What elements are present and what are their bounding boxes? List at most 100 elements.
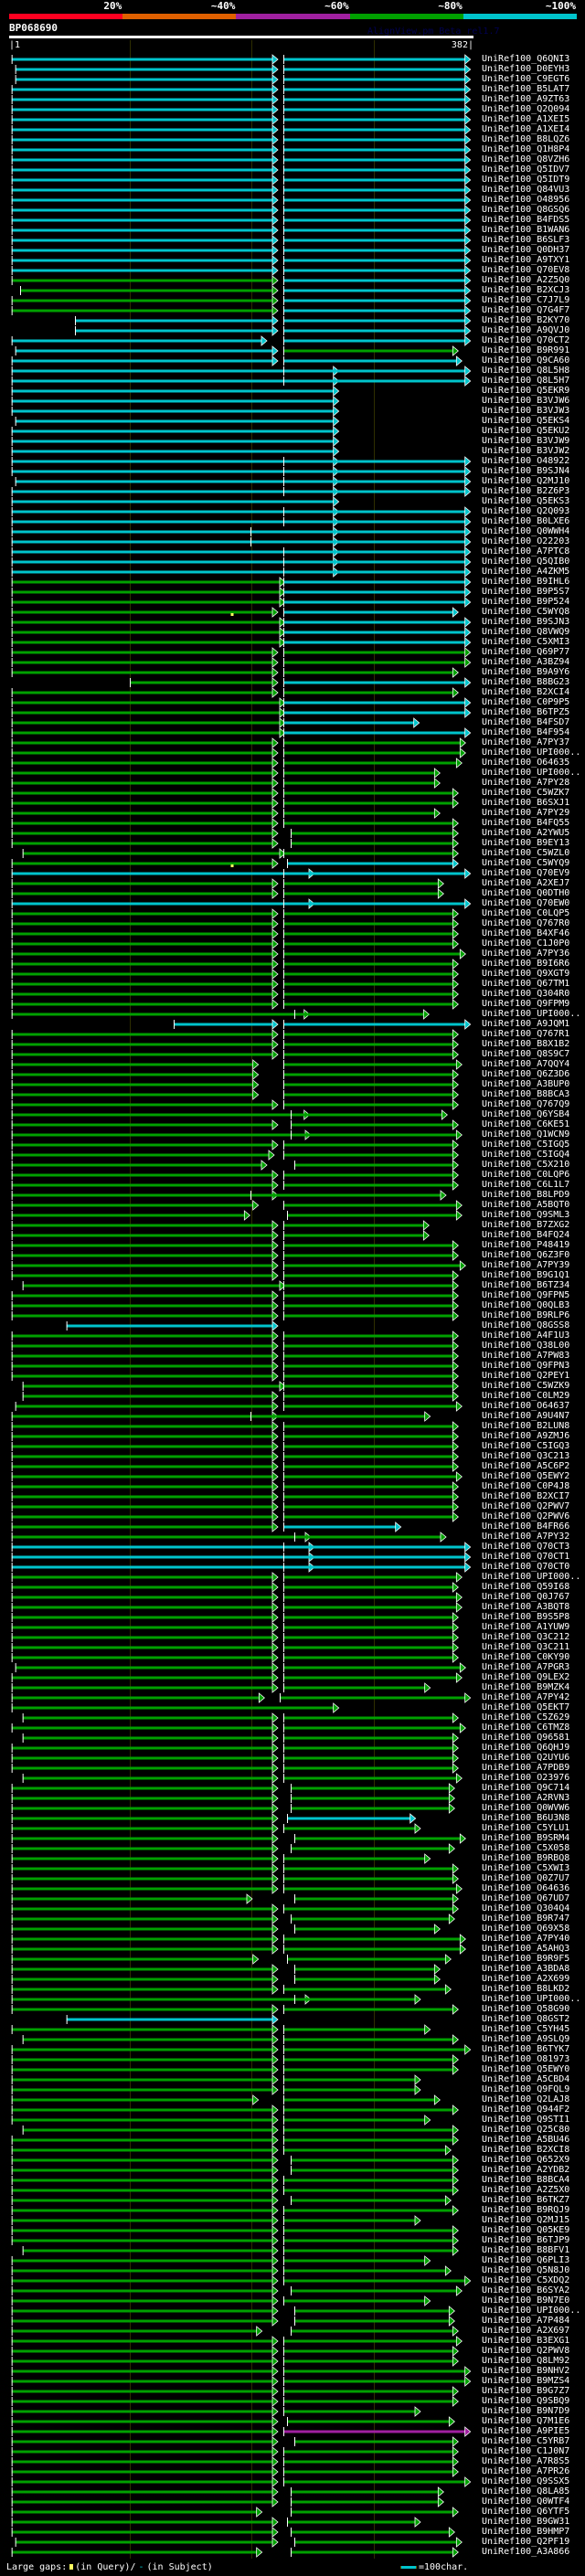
alignment-row[interactable] bbox=[11, 1441, 459, 1452]
hit-label[interactable]: UniRef100_UPI000.. bbox=[482, 2306, 581, 2316]
hsp-segment[interactable] bbox=[283, 1592, 463, 1603]
alignment-row[interactable] bbox=[11, 2446, 459, 2457]
hsp-segment[interactable] bbox=[11, 918, 279, 929]
hsp-segment[interactable] bbox=[283, 2376, 472, 2387]
alignment-row[interactable] bbox=[11, 2285, 463, 2296]
hit-label[interactable]: UniRef100_Q8GSQ6 bbox=[482, 205, 570, 215]
hit-label[interactable]: UniRef100_Q96581 bbox=[482, 1733, 570, 1743]
hit-label[interactable]: UniRef100_A7PGR3 bbox=[482, 1662, 570, 1672]
hit-label[interactable]: UniRef100_B4XF46 bbox=[482, 928, 570, 938]
hsp-segment[interactable] bbox=[287, 1210, 463, 1221]
hit-label[interactable]: UniRef100_Q2PWV6 bbox=[482, 1511, 570, 1521]
alignment-row[interactable] bbox=[11, 2346, 459, 2357]
hit-label[interactable]: UniRef100_UPI000.. bbox=[482, 1009, 581, 1019]
hsp-segment[interactable] bbox=[11, 2517, 279, 2528]
hit-label[interactable]: UniRef100_Q9XGT9 bbox=[482, 969, 570, 979]
hsp-segment[interactable] bbox=[287, 1954, 452, 1965]
hit-label[interactable]: UniRef100_B9N7E0 bbox=[482, 2295, 570, 2306]
hsp-segment[interactable] bbox=[11, 1501, 279, 1512]
hsp-segment[interactable] bbox=[11, 496, 340, 507]
hsp-segment[interactable] bbox=[11, 637, 286, 648]
hsp-segment[interactable] bbox=[11, 2285, 279, 2296]
hit-label[interactable]: UniRef100_Q67TM1 bbox=[482, 979, 570, 989]
hsp-segment[interactable] bbox=[283, 1330, 459, 1341]
hit-label[interactable]: UniRef100_B9P5S7 bbox=[482, 587, 570, 597]
hsp-segment[interactable] bbox=[11, 2215, 279, 2226]
hsp-segment[interactable] bbox=[11, 1803, 279, 1814]
hsp-segment[interactable] bbox=[11, 999, 279, 1010]
hsp-segment[interactable] bbox=[11, 1944, 279, 1955]
hsp-segment[interactable] bbox=[11, 1270, 279, 1281]
hsp-segment[interactable] bbox=[22, 1733, 279, 1744]
hit-label[interactable]: UniRef100_C5X058 bbox=[482, 1843, 570, 1853]
hit-label[interactable]: UniRef100_Q652X9 bbox=[482, 2155, 570, 2165]
alignment-row[interactable] bbox=[11, 2084, 421, 2095]
alignment-row[interactable] bbox=[11, 144, 472, 155]
hit-label[interactable]: UniRef100_C5IGQ3 bbox=[482, 1441, 570, 1451]
alignment-row[interactable] bbox=[11, 788, 459, 799]
hsp-segment[interactable] bbox=[294, 1974, 441, 1985]
hsp-segment[interactable] bbox=[283, 949, 466, 959]
hsp-segment[interactable] bbox=[11, 446, 340, 457]
hsp-segment[interactable] bbox=[11, 878, 279, 889]
hsp-segment[interactable] bbox=[283, 2366, 472, 2377]
hsp-segment[interactable] bbox=[283, 1612, 459, 1623]
hit-label[interactable]: UniRef100_Q0WVW6 bbox=[482, 1803, 570, 1813]
hsp-segment[interactable] bbox=[11, 2205, 279, 2216]
hsp-segment[interactable] bbox=[283, 114, 472, 125]
hsp-segment[interactable] bbox=[283, 144, 472, 155]
hsp-segment[interactable] bbox=[22, 1381, 286, 1392]
hit-label[interactable]: UniRef100_Q1H8P4 bbox=[482, 144, 570, 154]
hit-label[interactable]: UniRef100_Q2UYU6 bbox=[482, 1753, 570, 1763]
hit-label[interactable]: UniRef100_Q0DH37 bbox=[482, 245, 570, 255]
hit-label[interactable]: UniRef100_Q5EKU2 bbox=[482, 426, 570, 436]
alignment-row[interactable] bbox=[11, 2406, 421, 2417]
alignment-row[interactable] bbox=[11, 2215, 421, 2226]
hsp-segment[interactable] bbox=[11, 1351, 279, 1362]
hsp-segment[interactable] bbox=[283, 175, 472, 186]
hsp-segment[interactable] bbox=[283, 2115, 431, 2125]
hsp-segment[interactable] bbox=[11, 1964, 279, 1975]
alignment-row[interactable] bbox=[11, 727, 472, 738]
hsp-segment[interactable] bbox=[283, 1763, 459, 1774]
hsp-segment[interactable] bbox=[11, 2496, 279, 2507]
hsp-segment[interactable] bbox=[11, 1863, 279, 1874]
hsp-segment[interactable] bbox=[294, 1009, 430, 1020]
hsp-segment[interactable] bbox=[283, 366, 472, 376]
hsp-segment[interactable] bbox=[11, 1029, 279, 1040]
hsp-segment[interactable] bbox=[283, 376, 472, 387]
alignment-row[interactable] bbox=[15, 2537, 463, 2548]
alignment-row[interactable] bbox=[11, 185, 472, 196]
hit-label[interactable]: UniRef100_A7R8S5 bbox=[482, 2456, 570, 2466]
hsp-segment[interactable] bbox=[11, 778, 279, 789]
hsp-segment[interactable] bbox=[287, 858, 459, 869]
hsp-segment[interactable] bbox=[11, 1873, 279, 1884]
hit-label[interactable]: UniRef100_Q58G90 bbox=[482, 2004, 570, 2014]
alignment-row[interactable] bbox=[11, 687, 459, 698]
hsp-segment[interactable] bbox=[283, 1019, 472, 1030]
alignment-row[interactable] bbox=[75, 325, 472, 336]
hsp-segment[interactable] bbox=[283, 315, 472, 326]
hsp-segment[interactable] bbox=[283, 2476, 472, 2487]
alignment-row[interactable] bbox=[11, 1039, 459, 1050]
hit-label[interactable]: UniRef100_Q5EKT7 bbox=[482, 1702, 570, 1712]
hit-label[interactable]: UniRef100_Q59I68 bbox=[482, 1582, 570, 1592]
alignment-row[interactable] bbox=[11, 376, 472, 387]
alignment-row[interactable] bbox=[11, 94, 472, 105]
hit-label[interactable]: UniRef100_Q304R0 bbox=[482, 989, 570, 999]
hsp-segment[interactable] bbox=[11, 888, 279, 899]
alignment-row[interactable] bbox=[11, 366, 472, 376]
hsp-segment[interactable] bbox=[11, 2235, 279, 2246]
hsp-segment[interactable] bbox=[283, 1441, 459, 1452]
hit-label[interactable]: UniRef100_Q6QHJ9 bbox=[482, 1743, 570, 1753]
hsp-segment[interactable] bbox=[283, 134, 472, 145]
hsp-segment[interactable] bbox=[283, 2064, 459, 2075]
hsp-segment[interactable] bbox=[11, 2456, 279, 2467]
hsp-segment[interactable] bbox=[283, 215, 472, 226]
hsp-segment[interactable] bbox=[22, 848, 286, 859]
hit-label[interactable]: UniRef100_B3VJW2 bbox=[482, 446, 570, 456]
hit-label[interactable]: UniRef100_B9GW31 bbox=[482, 2517, 570, 2527]
hit-label[interactable]: UniRef100_Q9SBQ9 bbox=[482, 2396, 570, 2406]
hsp-segment[interactable] bbox=[11, 1421, 279, 1432]
hit-label[interactable]: UniRef100_C0LQP6 bbox=[482, 1170, 570, 1180]
